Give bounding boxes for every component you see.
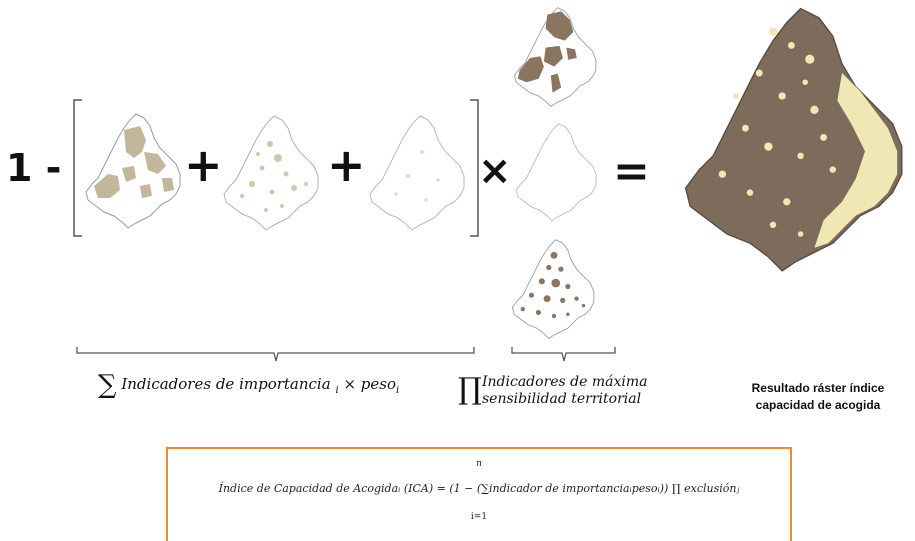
sum-subscript-i: i	[335, 385, 339, 396]
sum-underbrace	[76, 347, 475, 362]
sum-times: ×	[343, 375, 357, 393]
result-raster-map	[684, 7, 903, 272]
sum-peso: peso	[360, 375, 397, 393]
equals-sign: =	[613, 146, 650, 197]
product-line-1: Indicadores de máxima	[482, 374, 648, 390]
importance-map-2	[223, 115, 319, 231]
result-caption-line-1: Resultado ráster índice	[751, 381, 885, 395]
product-underbrace	[511, 347, 616, 362]
formula-main: Índice de Capacidad de Acogidaᵢ (ICA) = …	[218, 482, 740, 495]
formula-upper-limit: n	[476, 459, 482, 469]
sum-caption: ∑ Indicadores de importancia i × pesoi	[98, 370, 399, 400]
exclusion-map-2	[515, 123, 597, 222]
formula-lower-limit: i=1	[470, 512, 488, 522]
importance-map-1	[85, 113, 181, 229]
result-caption-line-2: capacidad de acogida	[755, 398, 881, 412]
result-caption: Resultado ráster índice capacidad de aco…	[728, 380, 908, 414]
right-bracket	[470, 99, 479, 237]
importance-map-3	[369, 115, 465, 231]
one-minus-label: 1 -	[6, 146, 62, 190]
plus-sign-1: +	[184, 138, 223, 192]
sum-symbol: ∑	[98, 370, 117, 400]
sum-peso-subscript: i	[396, 385, 400, 396]
exclusion-map-1	[513, 7, 597, 107]
ica-formula-box: n Índice de Capacidad de Acogidaᵢ (ICA) …	[166, 447, 792, 541]
exclusion-map-3	[511, 239, 595, 339]
times-sign: ×	[478, 148, 512, 194]
product-symbol: ∏	[458, 372, 482, 407]
product-line-2: sensibilidad territorial	[482, 391, 642, 407]
sum-text: Indicadores de importancia	[121, 375, 331, 393]
left-bracket	[73, 99, 82, 237]
plus-sign-2: +	[327, 138, 366, 192]
